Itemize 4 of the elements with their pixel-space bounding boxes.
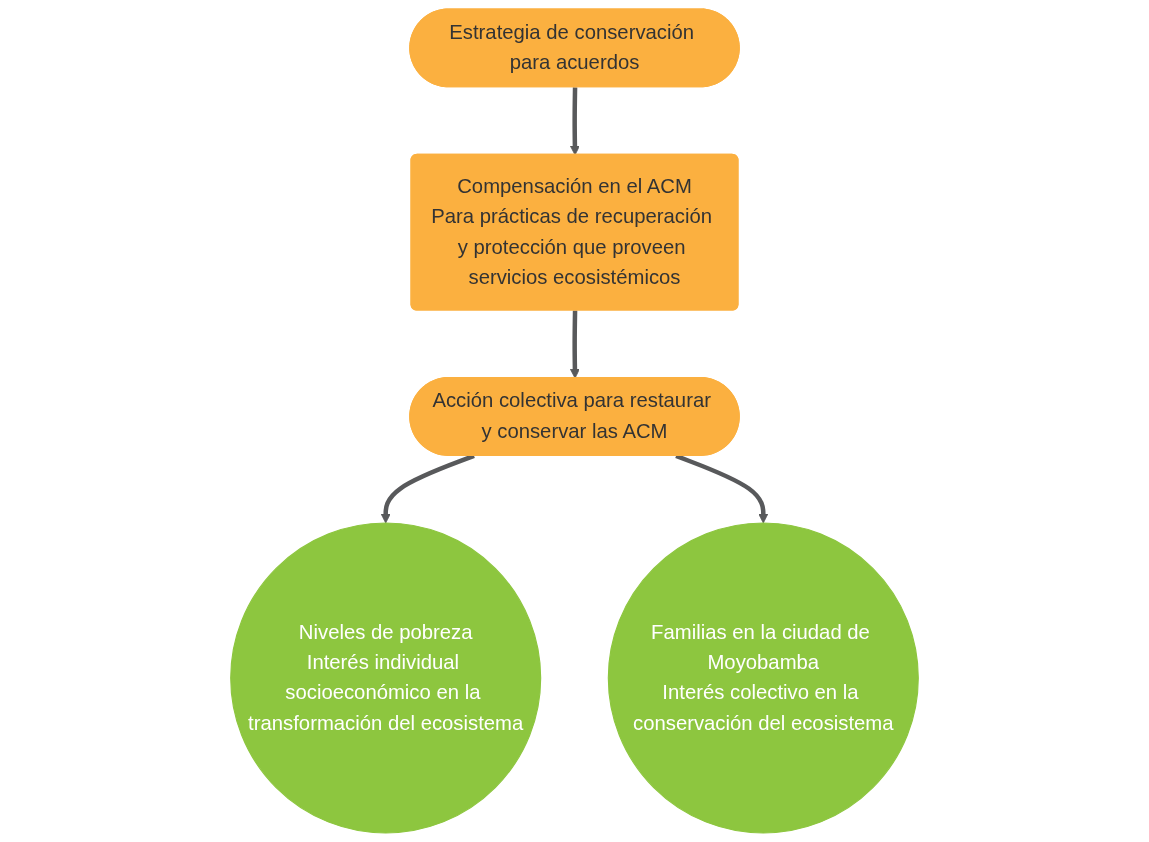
node-circle: Familias en la ciudad de Moyobamba Interés colectivo en la conservación del ecosistema (607, 522, 919, 834)
arrow (569, 310, 580, 379)
node-circle: Niveles de pobreza Interés individual socioeconómico en la transformación del ecosistema (230, 522, 542, 834)
arrow (569, 87, 580, 156)
